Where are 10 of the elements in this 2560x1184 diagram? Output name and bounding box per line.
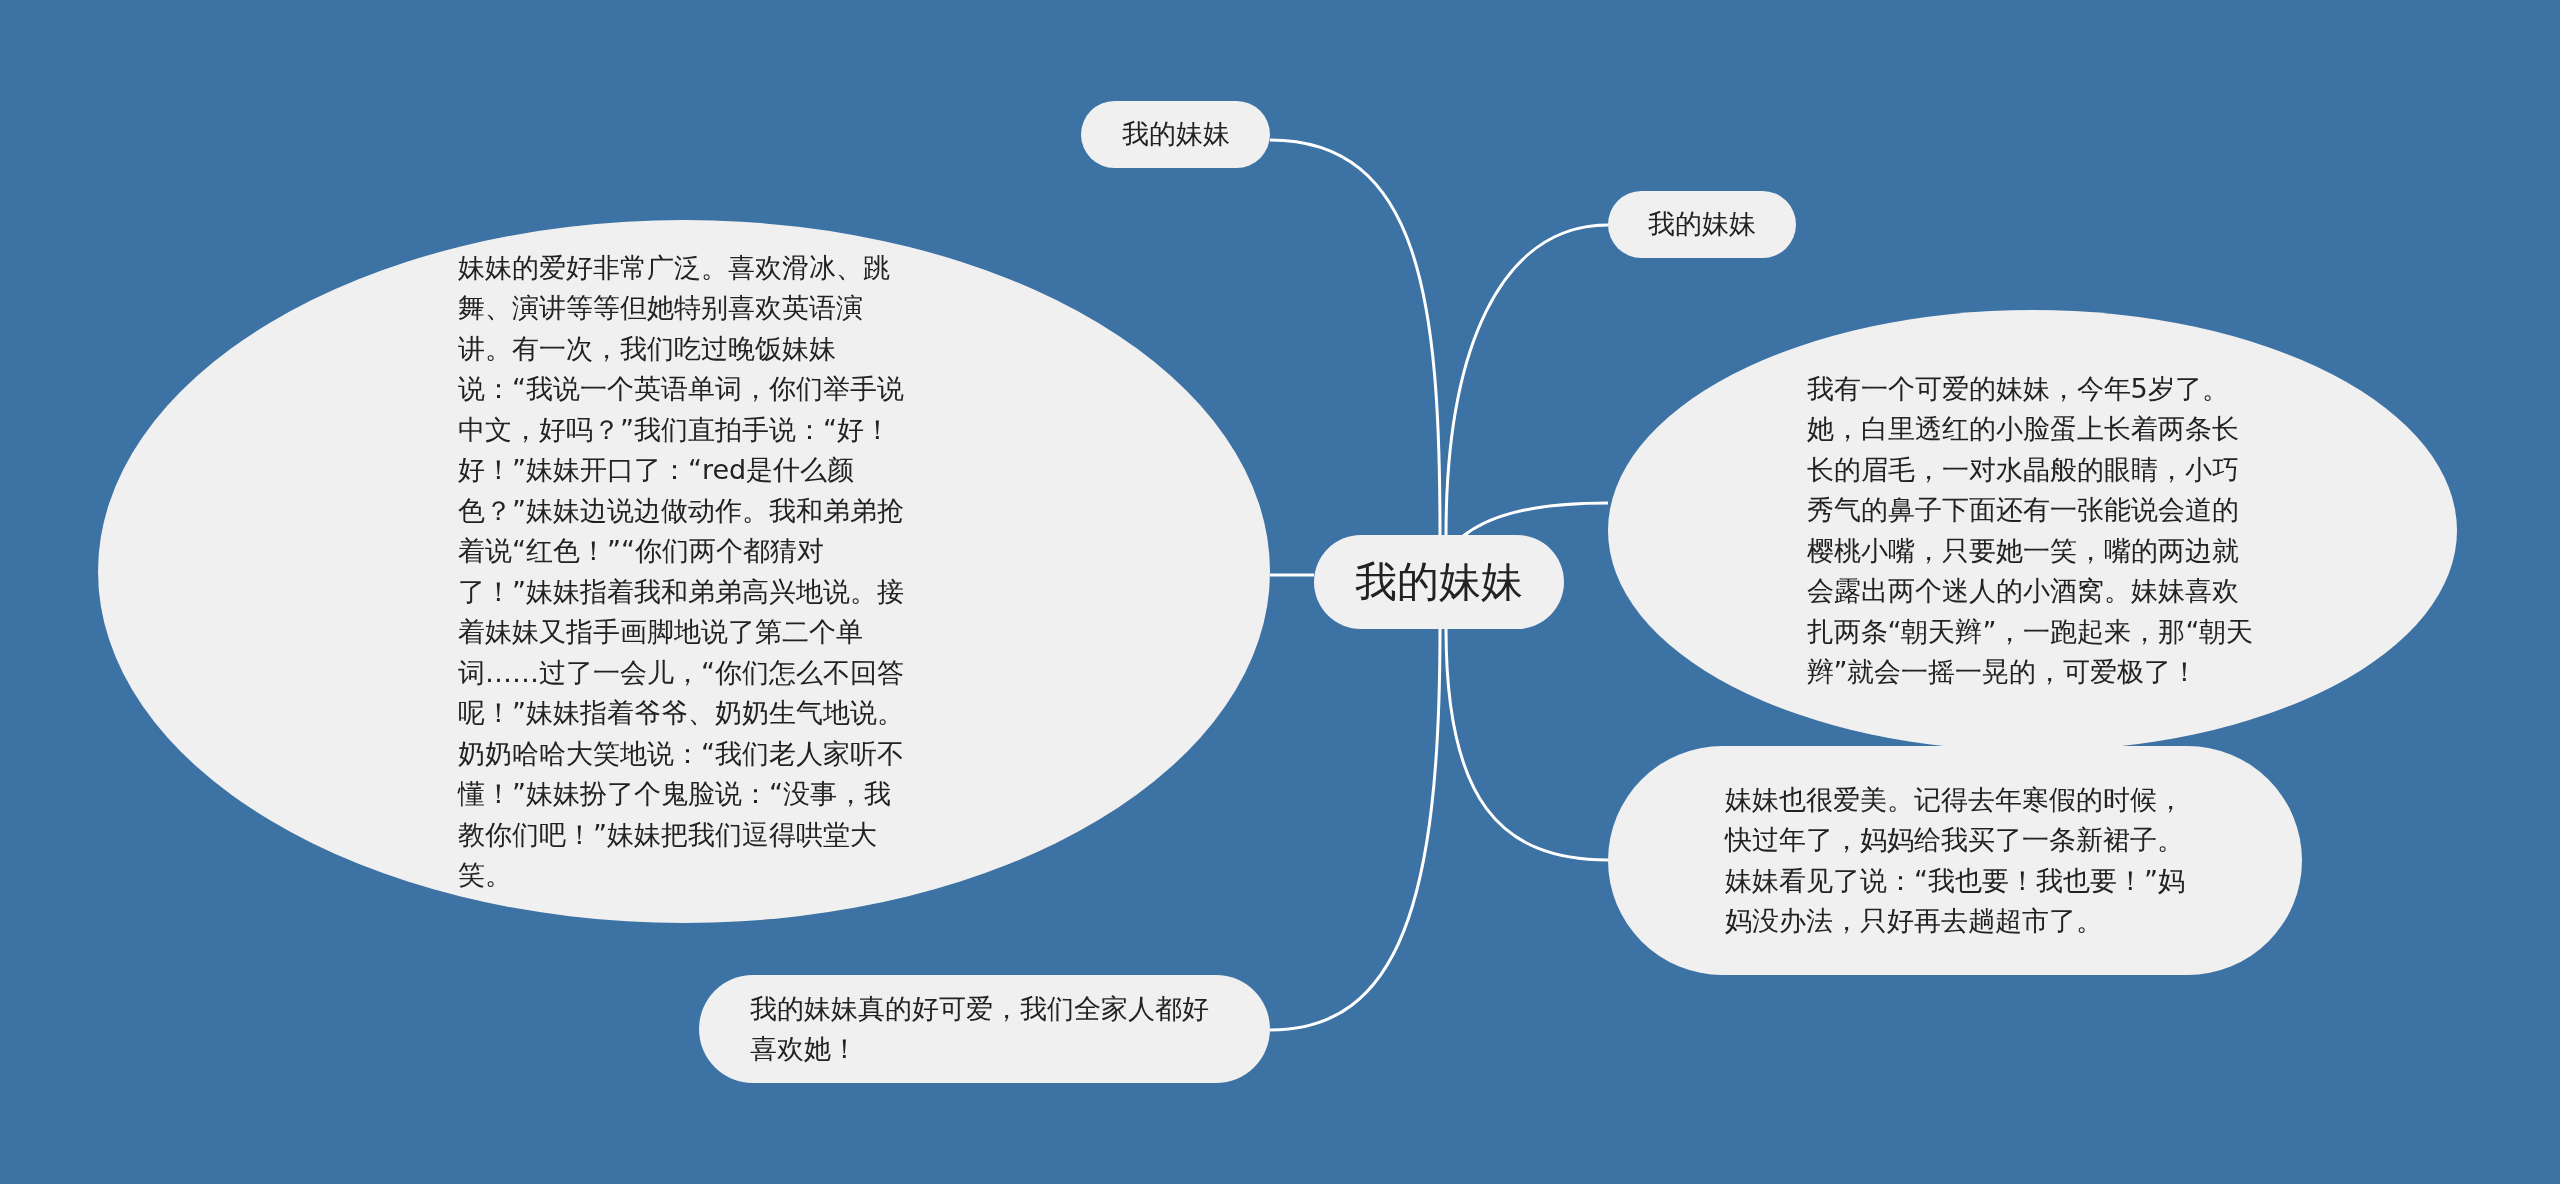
connector-line bbox=[1269, 138, 1442, 535]
connector-line bbox=[1444, 223, 1609, 536]
subtopic-box: 我的妹妹 bbox=[1081, 101, 1270, 168]
text-bubble: 妹妹的爱好非常广泛。喜欢滑冰、跳舞、演讲等等但她特别喜欢英语演讲。有一次，我们吃过晚饭妹妹说：“我说一个英语单词，你们举手说中文，好吗？”我们直拍手说：“好！好！”妹妹开口了：“red是什么颜色？”妹妹边说边做动作。我和弟弟抢着说“红色！”“你们两个都猜对了！”妹妹指着我和弟弟高兴地说。接着妹妹又指手画脚地说了第二个单词……过了一会儿，“你们怎么不回答呢！”妹妹指着爷爷、奶奶生气地说。奶奶哈哈大笑地说：“我们老人家听不懂！”妹妹扮了个鬼脸说：“没事，我教你们吧！”妹妹把我们逗得哄堂大笑。 bbox=[98, 220, 1270, 923]
subtopic-box: 我的妹妹 bbox=[1608, 191, 1796, 258]
text-bubble: 我的妹妹真的好可爱，我们全家人都好喜欢她！ bbox=[699, 975, 1270, 1083]
text-bubble: 妹妹也很爱美。记得去年寒假的时候，快过年了，妈妈给我买了一条新裙子。妹妹看见了说：“我也要！我也要！”妈妈没办法，只好再去趟超市了。 bbox=[1608, 746, 2302, 975]
connector-line bbox=[1270, 573, 1314, 577]
topic-box: 我的妹妹 bbox=[1314, 535, 1564, 629]
connector-line bbox=[1444, 628, 1609, 862]
